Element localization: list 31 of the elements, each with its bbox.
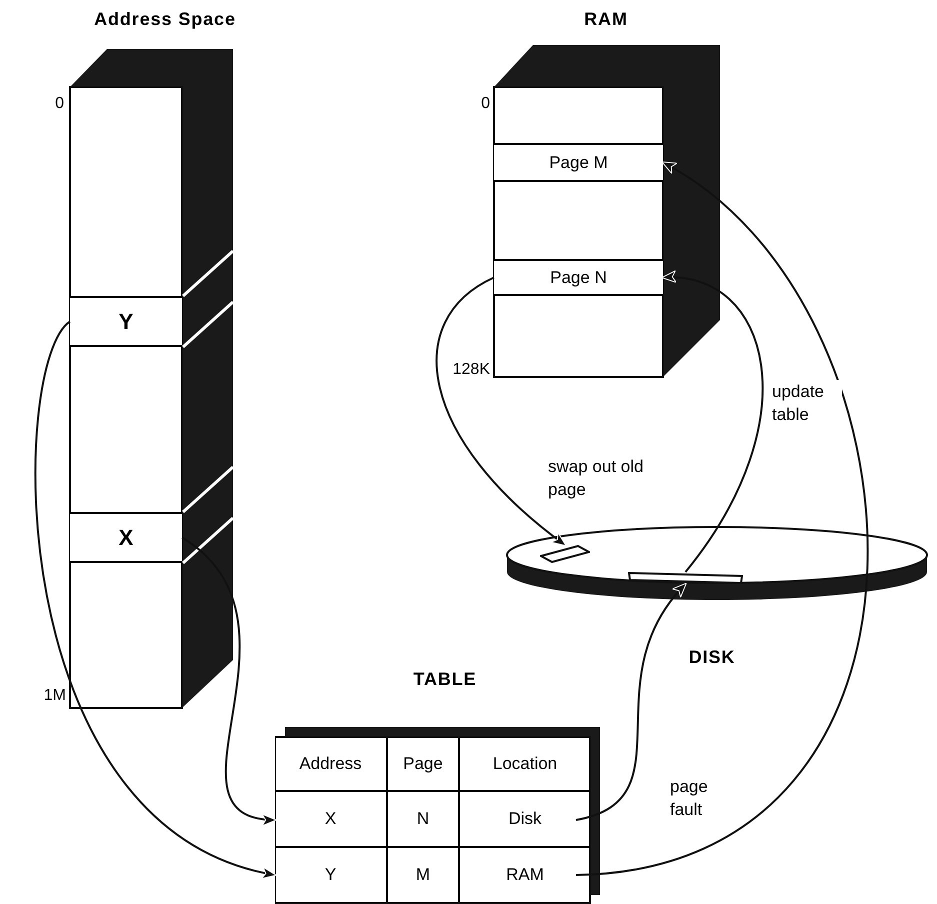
table-cell: Disk xyxy=(460,792,590,848)
table-cell: N xyxy=(388,792,460,848)
heading: TABLE xyxy=(413,668,477,691)
heading: Address Space xyxy=(94,8,236,31)
table-cell: M xyxy=(388,848,460,902)
heading: RAM xyxy=(584,8,628,31)
memory-page xyxy=(70,296,182,347)
memory-page xyxy=(494,143,663,182)
memory-page xyxy=(494,259,663,296)
arrow xyxy=(661,272,764,573)
disk-page-slot xyxy=(540,545,590,563)
arrow xyxy=(34,320,277,878)
table-cell: Page xyxy=(388,738,460,792)
arrow xyxy=(436,276,566,546)
address-label: 128K xyxy=(452,360,490,380)
memory-page xyxy=(70,512,182,563)
address-label: 0 xyxy=(55,94,64,114)
table-cell: X xyxy=(275,792,388,848)
heading: DISK xyxy=(688,646,736,669)
address-label: 1M xyxy=(44,686,66,706)
page-label: Page M xyxy=(549,152,608,174)
table-cell: Y xyxy=(275,848,388,902)
arrow xyxy=(576,582,687,821)
page-label: Y xyxy=(118,308,134,336)
table-cell: RAM xyxy=(460,848,590,902)
arrow xyxy=(181,536,277,824)
table-cell: Location xyxy=(460,738,590,792)
page-label: X xyxy=(118,524,134,552)
page-label: Page N xyxy=(550,266,607,289)
table-cell: Address xyxy=(275,738,388,792)
address-label: 0 xyxy=(481,94,490,114)
